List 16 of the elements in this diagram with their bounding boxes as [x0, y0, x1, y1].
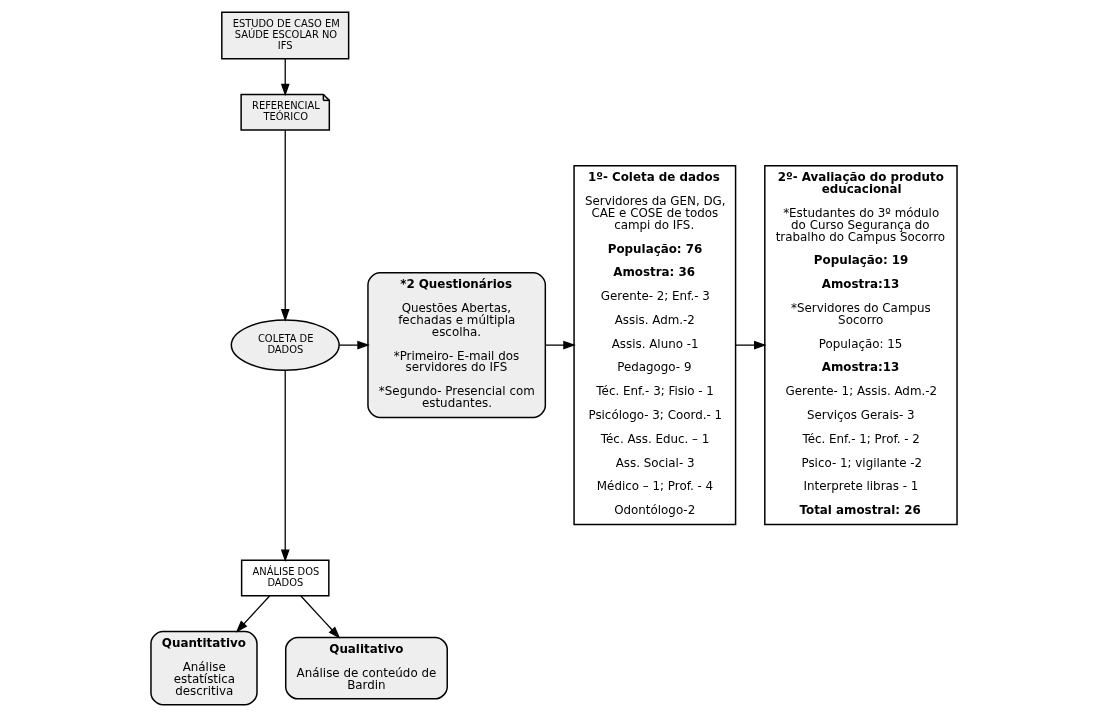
arrow	[235, 595, 270, 633]
arrow	[734, 340, 767, 350]
node-box: 2º- Avaliação do produto educacional *Estudantes do 3º módulo do Curso Segurança do trabalho do Campus Socorro População: 19 Amostra:13 *Servidores do Campus Socorro População: 15 Amostra:13 Gerente- 1; Assis. Adm.-2 Serviços Gerais- 3 Téc. Enf.- 1; Prof. - 2 Psico- 1; vigilante -2 Interprete libras - 1 Total amostral: 26	[763, 165, 958, 526]
node-box: Quantitativo Análise estatística descritiva	[149, 630, 258, 706]
arrow	[280, 369, 290, 563]
arrow	[280, 58, 290, 97]
node-box: ANÁLISE DOS DADOS	[240, 559, 330, 597]
node-box: 1º- Coleta de dados Servidores da GEN, DG, CAE e COSE de todos campi do IFS. População: 76 Amostra: 36 Gerente- 2; Enf.- 3 Assis. Adm.-2 Assis. Aluno -1 Pedagogo- 9 Téc. Enf.- 3; Fisio - 1 Psicólogo- 3; Coord.- 1 Téc. Ass. Educ. – 1 Ass. Social- 3 Médico – 1; Prof. - 4 Odontólogo-2	[572, 165, 736, 526]
node-box: ESTUDO DE CASO EM SAÚDE ESCOLAR NO IFS	[220, 11, 349, 60]
node-ellipse: COLETA DE DADOS	[230, 319, 340, 372]
arrow	[338, 340, 370, 350]
node-box: Qualitativo Análise de conteúdo de Bardin	[284, 636, 448, 700]
node-box: *2 Questionários Questões Abertas, fechadas e múltipla escolha. *Primeiro- E-mail dos servidores do IFS *Segundo- Presencial com estudantes.	[366, 272, 546, 419]
arrow	[544, 340, 576, 350]
arrow	[280, 129, 290, 322]
arrow	[299, 595, 340, 639]
